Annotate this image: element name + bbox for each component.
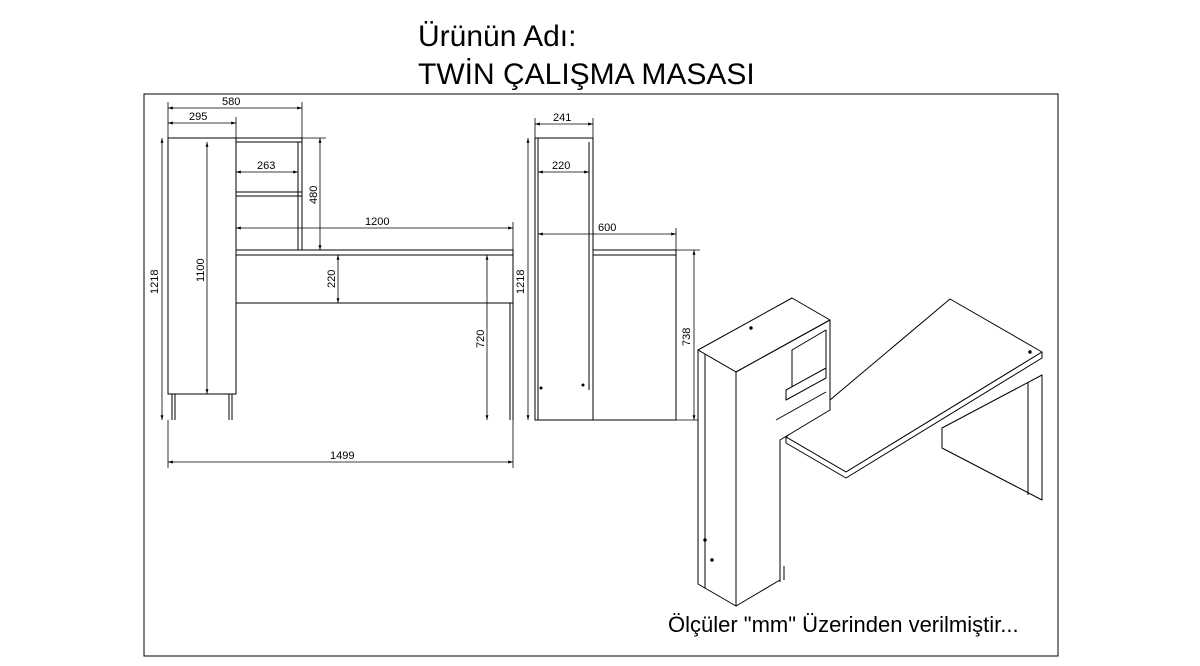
side-dimensions <box>526 118 700 421</box>
dim-1200: 1200 <box>365 216 389 228</box>
dim-241: 241 <box>553 112 571 124</box>
dim-1100: 1100 <box>195 258 207 282</box>
dim-1499: 1499 <box>330 450 354 462</box>
front-dimensions <box>160 102 514 468</box>
dim-600: 600 <box>598 222 616 234</box>
dim-295: 295 <box>189 111 207 123</box>
drawing-frame <box>143 93 1059 657</box>
side-view <box>534 137 677 421</box>
product-name: TWİN ÇALIŞMA MASASI <box>418 58 755 91</box>
dim-480: 480 <box>308 186 320 204</box>
product-name-label: Ürünün Adı: <box>418 20 577 53</box>
dim-738: 738 <box>681 328 693 346</box>
dim-1218-side: 1218 <box>515 270 527 294</box>
measurement-note: Ölçüler "mm" Üzerinden verilmiştir... <box>668 612 1019 637</box>
dim-1218-front: 1218 <box>149 270 161 294</box>
dim-220-panel: 220 <box>326 270 338 288</box>
isometric-view <box>697 297 1043 607</box>
dim-263: 263 <box>257 160 275 172</box>
dim-580: 580 <box>222 96 240 108</box>
dim-220-side: 220 <box>552 160 570 172</box>
dim-720: 720 <box>475 330 487 348</box>
front-view <box>167 137 514 420</box>
